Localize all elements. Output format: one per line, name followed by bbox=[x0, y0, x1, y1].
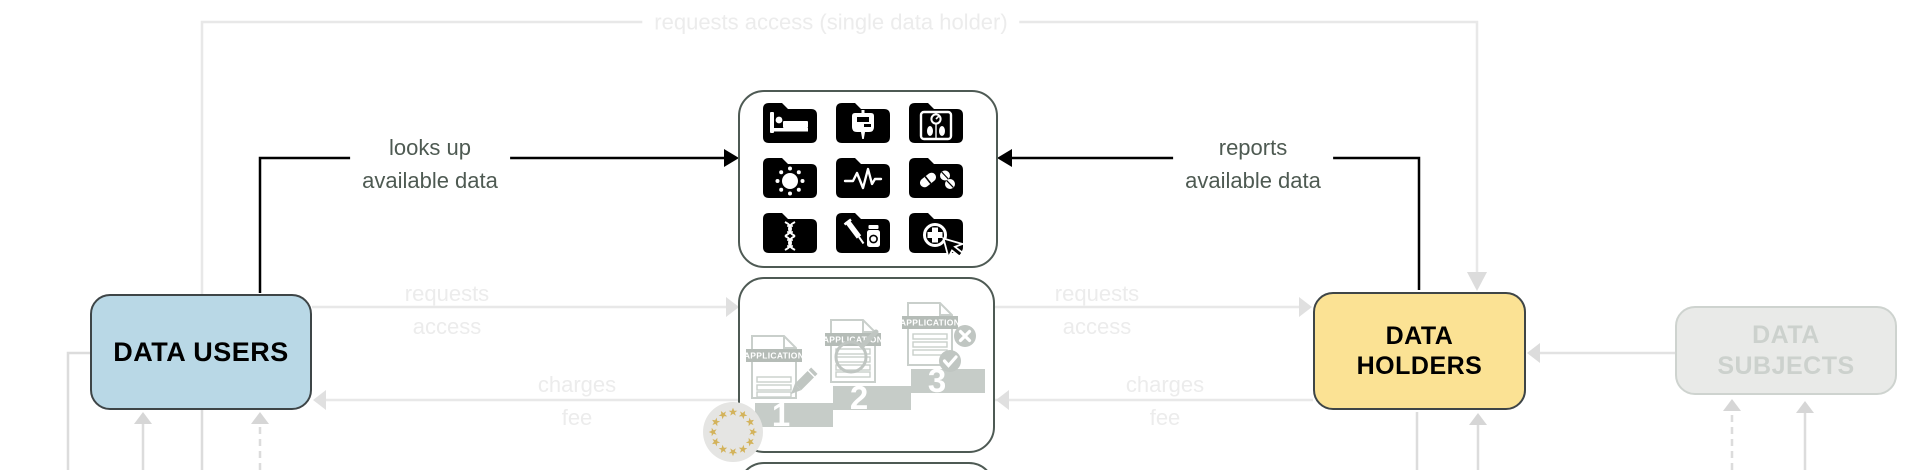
label-looks-up: looks up available data bbox=[350, 131, 510, 197]
label-line: fee bbox=[561, 405, 593, 430]
bottom-box bbox=[738, 462, 995, 470]
node-data-holders: DATA HOLDERS bbox=[1313, 292, 1526, 410]
label-line: available data bbox=[1185, 168, 1321, 193]
label-charges-fee-right: charges fee bbox=[1126, 368, 1204, 434]
node-label: SUBJECTS bbox=[1717, 351, 1855, 380]
label-line: charges bbox=[1125, 372, 1205, 397]
arrowhead-left-icon bbox=[1527, 343, 1540, 363]
node-label: DATA bbox=[1752, 321, 1820, 349]
node-label: HOLDERS bbox=[1356, 352, 1483, 380]
arrowhead-right-icon bbox=[724, 149, 739, 167]
arrowhead-up-icon bbox=[1469, 413, 1487, 425]
node-data-users: DATA USERS bbox=[90, 294, 312, 410]
folder-icon-pills bbox=[907, 154, 965, 198]
node-data-subjects: DATA SUBJECTS bbox=[1675, 306, 1897, 395]
label-line: access bbox=[1062, 314, 1132, 339]
arrowhead-right-icon bbox=[1299, 297, 1312, 317]
holders-edge-lines bbox=[1415, 412, 1487, 470]
label-requests-access-right: requests access bbox=[1055, 277, 1139, 343]
folder-icon-hospital-bed bbox=[761, 99, 819, 143]
label-line: charges bbox=[537, 372, 617, 397]
arrowhead-up-icon bbox=[251, 412, 269, 424]
label-line: access bbox=[412, 314, 482, 339]
folder-icon-syringe-vial bbox=[834, 209, 892, 253]
node-label: DATA USERS bbox=[113, 336, 289, 367]
data-catalog-box bbox=[738, 90, 998, 268]
node-label: DATA bbox=[1385, 321, 1454, 350]
arrowhead-left-icon bbox=[996, 390, 1009, 410]
label-line: requests bbox=[1054, 281, 1140, 306]
label-line: available data bbox=[362, 168, 498, 193]
label-line: fee bbox=[1149, 405, 1181, 430]
arrowhead-left-icon bbox=[997, 149, 1012, 167]
arrowhead-up-icon bbox=[1723, 399, 1741, 411]
application-box bbox=[738, 277, 995, 453]
arrowhead-up-icon bbox=[1796, 401, 1814, 413]
label-charges-fee-left: charges fee bbox=[538, 368, 616, 434]
arrowhead-up-icon bbox=[134, 412, 152, 424]
flow-subjects-to-holders-line bbox=[1527, 343, 1675, 363]
arrowhead-down-icon bbox=[1467, 272, 1487, 291]
folder-icon-virus bbox=[761, 154, 819, 198]
label-requests-access-left: requests access bbox=[405, 277, 489, 343]
subjects-edge-lines bbox=[1723, 399, 1814, 470]
folder-icon-weight-scale bbox=[907, 99, 965, 143]
folder-icon-dna bbox=[761, 209, 819, 253]
folder-icon-iv-bag bbox=[834, 99, 892, 143]
arrowhead-left-icon bbox=[313, 390, 326, 410]
label-line: looks up bbox=[389, 135, 471, 160]
folder-icon-ecg-signal bbox=[834, 154, 892, 198]
folder-icon-add-record-cursor bbox=[907, 209, 966, 261]
label-top-request: requests access (single data holder) bbox=[642, 5, 1020, 39]
label-line: requests bbox=[404, 281, 490, 306]
label-reports: reports available data bbox=[1173, 131, 1333, 197]
label-line: reports bbox=[1218, 135, 1288, 160]
